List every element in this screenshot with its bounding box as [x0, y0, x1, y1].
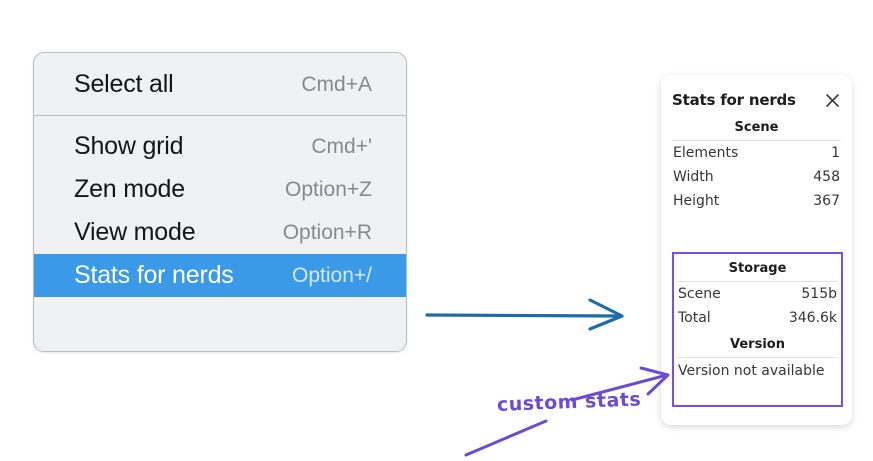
- stat-label: Elements: [673, 145, 739, 161]
- stat-value: 515b: [801, 286, 837, 302]
- stat-row: Width 458: [672, 165, 841, 189]
- section-divider: [677, 357, 838, 358]
- menu-item-shortcut: Option+R: [282, 220, 372, 244]
- menu-item-label: Show grid: [74, 132, 184, 160]
- stat-row: Total 346.6k: [677, 306, 838, 330]
- stat-value: 346.6k: [788, 310, 837, 326]
- section-divider: [672, 140, 841, 141]
- version-value: Version not available: [678, 363, 825, 379]
- stat-label: Width: [673, 169, 714, 185]
- stats-for-nerds-panel[interactable]: Stats for nerds Scene Elements 1 Width 4…: [661, 75, 852, 425]
- menu-item-show-grid[interactable]: Show grid Cmd+': [34, 125, 406, 168]
- menu-item-zen-mode[interactable]: Zen mode Option+Z: [34, 168, 406, 211]
- stats-panel-header: Stats for nerds: [672, 75, 841, 113]
- section-divider: [677, 281, 838, 282]
- menu-divider: [34, 115, 406, 116]
- handwritten-annotation-label: custom stats: [496, 388, 642, 416]
- stat-row: Scene 515b: [677, 282, 838, 306]
- stats-panel-title: Stats for nerds: [672, 91, 796, 109]
- purple-underline-stroke: [464, 419, 548, 457]
- menu-spacer-bottom: [34, 297, 406, 315]
- menu-item-label: View mode: [74, 218, 196, 246]
- menu-item-shortcut: Cmd+': [311, 134, 372, 158]
- menu-item-view-mode[interactable]: View mode Option+R: [34, 211, 406, 254]
- section-heading-version: Version: [730, 337, 785, 352]
- menu-item-stats-for-nerds[interactable]: Stats for nerds Option+/: [34, 254, 406, 297]
- menu-group-2: Show grid Cmd+' Zen mode Option+Z View m…: [34, 116, 406, 315]
- menu-item-shortcut: Cmd+A: [301, 72, 372, 96]
- stat-value: 458: [813, 169, 840, 185]
- menu-group-1: Select all Cmd+A: [34, 53, 406, 115]
- stat-row: Height 367: [672, 189, 841, 213]
- stat-label: Scene: [678, 286, 721, 302]
- menu-item-label: Stats for nerds: [74, 261, 234, 289]
- custom-stats-region: Storage Scene 515b Total 346.6k Version …: [674, 254, 841, 383]
- menu-spacer-top: [34, 116, 406, 125]
- stat-label: Height: [673, 193, 720, 209]
- menu-item-label: Select all: [74, 70, 174, 98]
- section-heading-storage: Storage: [728, 261, 787, 276]
- stat-value: 1: [831, 145, 840, 161]
- stat-value: 367: [813, 193, 840, 209]
- stat-label: Total: [678, 310, 711, 326]
- close-icon[interactable]: [824, 92, 841, 109]
- section-heading-scene: Scene: [734, 120, 779, 135]
- context-menu[interactable]: Select all Cmd+A Show grid Cmd+' Zen mod…: [33, 52, 407, 352]
- menu-item-shortcut: Option+/: [292, 263, 372, 287]
- blue-arrow: [425, 298, 624, 331]
- menu-item-shortcut: Option+Z: [285, 177, 372, 201]
- stat-row: Elements 1: [672, 141, 841, 165]
- menu-item-label: Zen mode: [74, 175, 185, 203]
- menu-item-select-all[interactable]: Select all Cmd+A: [34, 63, 406, 106]
